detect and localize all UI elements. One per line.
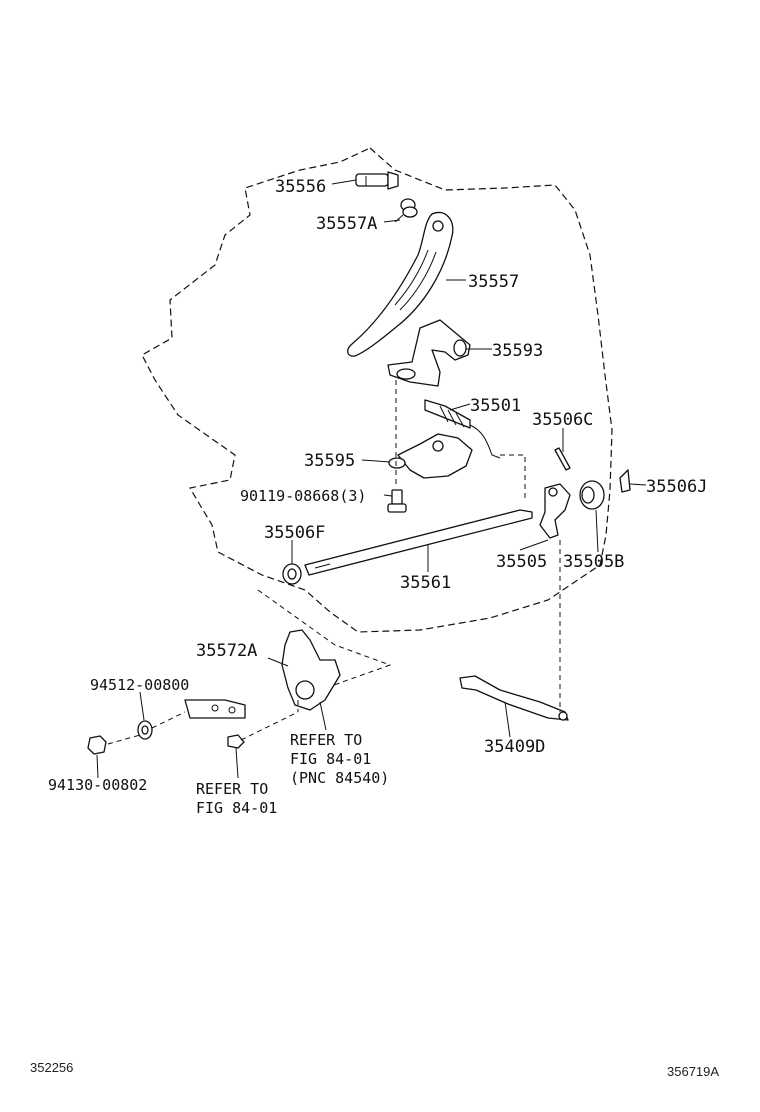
ref1-line2: FIG 84-01 bbox=[290, 750, 371, 768]
spring-35557a bbox=[394, 198, 418, 223]
label-35557: 35557 bbox=[468, 272, 519, 292]
label-35409d: 35409D bbox=[484, 737, 545, 757]
bracket-35595 bbox=[388, 433, 473, 479]
clip-35506j bbox=[619, 469, 631, 493]
ref2-line2: FIG 84-01 bbox=[196, 799, 277, 817]
label-35593: 35593 bbox=[492, 341, 543, 361]
label-94130: 94130-00802 bbox=[48, 776, 147, 794]
footer-right-code: 356719A bbox=[667, 1064, 719, 1079]
leader-lines bbox=[96, 179, 647, 779]
bracket-35593 bbox=[387, 319, 471, 387]
label-35506c: 35506C bbox=[532, 410, 593, 430]
label-35506j: 35506J bbox=[646, 477, 707, 497]
nut-94130 bbox=[87, 735, 107, 755]
part-labels: 35556 35557A 35557 35593 35501 35506C 35… bbox=[48, 177, 707, 794]
footer-left-code: 352256 bbox=[30, 1060, 73, 1075]
label-35595: 35595 bbox=[304, 451, 355, 471]
label-35505b: 35505B bbox=[563, 552, 624, 572]
rod-35561 bbox=[304, 509, 533, 576]
label-35501: 35501 bbox=[470, 396, 521, 416]
bushing-35505b bbox=[579, 480, 605, 510]
transmission-case-outline bbox=[141, 147, 613, 633]
bolt-35556 bbox=[355, 171, 399, 190]
label-35557a: 35557A bbox=[316, 214, 377, 234]
pin-35506c bbox=[554, 447, 571, 471]
reference-notes: REFER TO FIG 84-01 (PNC 84540) REFER TO … bbox=[196, 731, 389, 817]
label-94512: 94512-00800 bbox=[90, 676, 189, 694]
label-35506f: 35506F bbox=[264, 523, 325, 543]
assembly-lines bbox=[107, 380, 561, 745]
bracket-35572a bbox=[184, 629, 341, 719]
label-90119: 90119-08668(3) bbox=[240, 487, 366, 505]
ref2-line1: REFER TO bbox=[196, 780, 268, 798]
label-35572a: 35572A bbox=[196, 641, 257, 661]
lower-assembly-outline bbox=[257, 589, 392, 691]
label-35505: 35505 bbox=[496, 552, 547, 572]
seal-35506f bbox=[282, 563, 302, 585]
label-35561: 35561 bbox=[400, 573, 451, 593]
lever-35505 bbox=[539, 483, 571, 539]
ref1-line3: (PNC 84540) bbox=[290, 769, 389, 787]
label-35556: 35556 bbox=[275, 177, 326, 197]
bolt-90119 bbox=[387, 489, 407, 513]
shaft-35501 bbox=[424, 399, 501, 459]
lever-35409d bbox=[459, 675, 569, 721]
washer-94512 bbox=[137, 720, 153, 740]
ref1-line1: REFER TO bbox=[290, 731, 362, 749]
lever-35557 bbox=[347, 211, 454, 357]
bolt-small bbox=[227, 734, 245, 749]
